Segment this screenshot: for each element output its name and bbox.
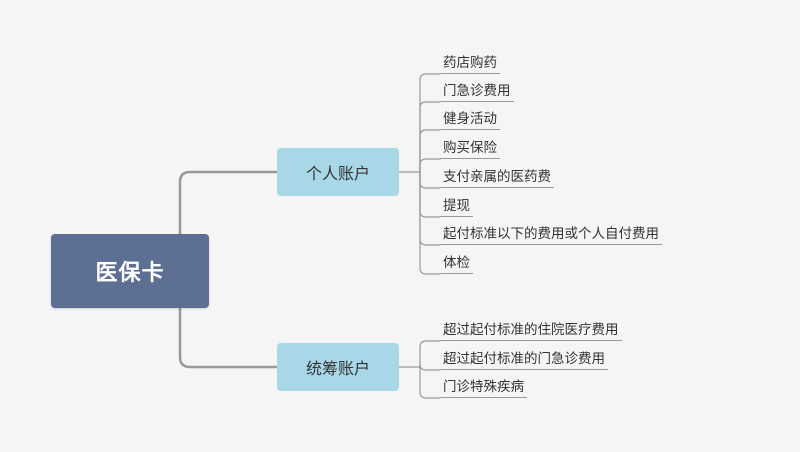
branch-node-label: 个人账户 [305,164,370,183]
connector-personal-to-leaf [419,129,441,173]
connector-pooled-to-leaf [419,363,441,371]
connector-personal-to-leaf [419,171,441,246]
connector-personal-to-leaf [419,101,441,173]
leaf-item[interactable]: 门诊特殊疾病 [440,370,527,398]
leaf-item[interactable]: 超过起付标准的门急诊费用 [440,342,608,370]
leaf-item-label: 健身活动 [443,111,497,127]
leaf-item-label: 门急诊费用 [443,83,511,99]
branch-node-pooled-account[interactable]: 统筹账户 [277,343,399,391]
leaf-item-label: 购买保险 [443,140,497,156]
leaf-item-label: 体检 [443,255,470,271]
leaf-item-label: 超过起付标准的门急诊费用 [443,351,605,367]
connector-personal-to-leaf [419,171,441,218]
connector-root-to-pooled [178,306,279,369]
connector-personal-to-leaf [419,171,441,189]
leaf-item-label: 提现 [443,198,470,214]
leaf-item[interactable]: 体检 [440,246,473,274]
connector-root-to-personal [178,170,279,236]
leaf-item[interactable]: 门急诊费用 [440,74,514,102]
leaf-item[interactable]: 药店购药 [440,46,500,74]
leaf-item-label: 超过起付标准的住院医疗费用 [443,322,619,338]
leaf-item-label: 药店购药 [443,55,497,71]
connector-personal-to-leaf [419,158,441,173]
connector-personal-to-leaf [419,171,441,275]
connector-pooled-to-leaf [419,366,441,399]
leaf-item[interactable]: 支付亲属的医药费 [440,160,554,188]
branch-node-personal-account[interactable]: 个人账户 [277,148,399,196]
leaf-item-label: 起付标准以下的费用或个人自付费用 [443,226,659,242]
leaf-item[interactable]: 提现 [440,189,473,217]
connector-pooled-to-leaf [419,340,441,368]
leaf-item-label: 支付亲属的医药费 [443,169,551,185]
root-node-label: 医保卡 [95,261,165,286]
leaf-item[interactable]: 起付标准以下的费用或个人自付费用 [440,217,662,245]
branch-node-label: 统筹账户 [305,359,370,378]
root-node-medical-card[interactable]: 医保卡 [51,234,209,308]
leaf-item[interactable]: 健身活动 [440,102,500,130]
connector-personal-to-leaf [419,73,441,173]
leaf-item-label: 门诊特殊疾病 [443,379,524,395]
leaf-item[interactable]: 超过起付标准的住院医疗费用 [440,313,622,341]
leaf-item[interactable]: 购买保险 [440,131,500,159]
